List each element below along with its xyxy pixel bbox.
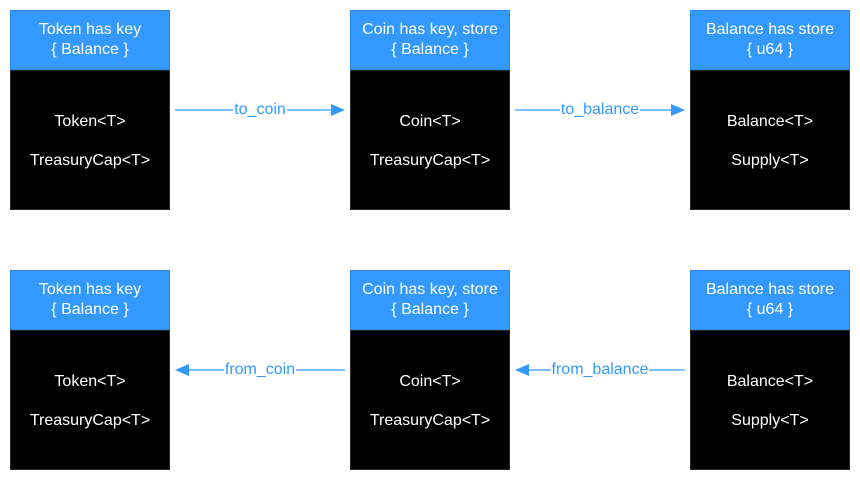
coin-box-title: Coin has key, store — [362, 21, 498, 38]
token-box-body: Token<T> TreasuryCap<T> — [10, 70, 170, 210]
token-box-header: Token has key { Balance } — [10, 270, 170, 330]
token-type-label: Token<T> — [54, 113, 126, 130]
treasury-cap-label: TreasuryCap<T> — [29, 152, 151, 169]
token-box-title: Token has key — [38, 281, 142, 298]
balance-box-fields: { u64 } — [746, 301, 794, 318]
treasury-cap-label: TreasuryCap<T> — [369, 412, 491, 429]
balance-box: Balance has store { u64 } Balance<T> Sup… — [690, 270, 850, 470]
coin-box: Coin has key, store { Balance } Coin<T> … — [350, 270, 510, 470]
token-type-label: Token<T> — [54, 373, 126, 390]
token-box-body: Token<T> TreasuryCap<T> — [10, 330, 170, 470]
to-coin-arrow: to_coin — [175, 100, 345, 120]
supply-label: Supply<T> — [731, 412, 809, 429]
to-balance-label: to_balance — [559, 101, 641, 118]
coin-type-label: Coin<T> — [399, 373, 461, 390]
coin-box-header: Coin has key, store { Balance } — [350, 10, 510, 70]
treasury-cap-label: TreasuryCap<T> — [29, 412, 151, 429]
coin-box-title: Coin has key, store — [362, 281, 498, 298]
coin-box-fields: { Balance } — [391, 301, 469, 318]
balance-box-fields: { u64 } — [746, 41, 794, 58]
balance-box-header: Balance has store { u64 } — [690, 10, 850, 70]
to-balance-arrow: to_balance — [515, 100, 685, 120]
from-coin-arrow: from_coin — [175, 360, 345, 380]
balance-type-label: Balance<T> — [726, 113, 814, 130]
token-box: Token has key { Balance } Token<T> Treas… — [10, 10, 170, 210]
coin-box-fields: { Balance } — [391, 41, 469, 58]
coin-box: Coin has key, store { Balance } Coin<T> … — [350, 10, 510, 210]
token-box: Token has key { Balance } Token<T> Treas… — [10, 270, 170, 470]
balance-box: Balance has store { u64 } Balance<T> Sup… — [690, 10, 850, 210]
from-balance-arrow: from_balance — [515, 360, 685, 380]
balance-box-title: Balance has store — [705, 21, 835, 38]
balance-box-body: Balance<T> Supply<T> — [690, 70, 850, 210]
treasury-cap-label: TreasuryCap<T> — [369, 152, 491, 169]
from-coin-label: from_coin — [223, 361, 297, 378]
balance-box-body: Balance<T> Supply<T> — [690, 330, 850, 470]
coin-box-header: Coin has key, store { Balance } — [350, 270, 510, 330]
coin-type-label: Coin<T> — [399, 113, 461, 130]
coin-box-body: Coin<T> TreasuryCap<T> — [350, 330, 510, 470]
balance-box-header: Balance has store { u64 } — [690, 270, 850, 330]
balance-type-label: Balance<T> — [726, 373, 814, 390]
token-box-title: Token has key — [38, 21, 142, 38]
token-box-header: Token has key { Balance } — [10, 10, 170, 70]
token-box-fields: { Balance } — [51, 41, 129, 58]
balance-box-title: Balance has store — [705, 281, 835, 298]
coin-box-body: Coin<T> TreasuryCap<T> — [350, 70, 510, 210]
from-balance-label: from_balance — [550, 361, 650, 378]
supply-label: Supply<T> — [731, 152, 809, 169]
to-coin-label: to_coin — [233, 101, 287, 118]
token-box-fields: { Balance } — [51, 301, 129, 318]
